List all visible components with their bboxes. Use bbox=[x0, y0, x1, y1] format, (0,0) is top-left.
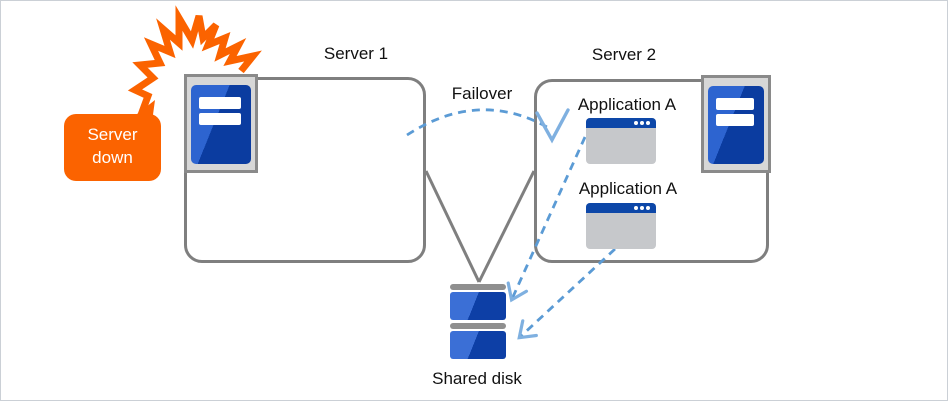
server1-disk-line bbox=[424, 170, 481, 283]
window-buttons-icon bbox=[634, 121, 650, 125]
server2-label: Server 2 bbox=[591, 45, 657, 64]
app-window-icon-2 bbox=[586, 203, 656, 249]
server2-icon-frame bbox=[701, 75, 771, 173]
server-drive-bar bbox=[716, 98, 754, 110]
server-down-callout: Server down bbox=[64, 114, 161, 181]
server1-icon-frame bbox=[184, 74, 258, 173]
window-buttons-icon bbox=[634, 206, 650, 210]
disk-cap bbox=[450, 284, 506, 290]
app-window-icon-1 bbox=[586, 118, 656, 164]
server1-icon bbox=[191, 85, 251, 164]
disk-platter bbox=[450, 292, 506, 320]
server2-disk-line bbox=[477, 170, 536, 283]
server-drive-bar bbox=[199, 97, 241, 109]
application-a-label-2: Application A bbox=[578, 179, 678, 198]
disk-cap bbox=[450, 323, 506, 329]
disk-platter bbox=[450, 331, 506, 359]
shared-disk-icon bbox=[450, 284, 506, 362]
failover-label: Failover bbox=[451, 84, 513, 103]
application-a-label-1: Application A bbox=[577, 95, 677, 114]
app-window-titlebar bbox=[586, 203, 656, 213]
server2-icon bbox=[708, 86, 764, 164]
server1-label: Server 1 bbox=[323, 44, 389, 63]
app-window-titlebar bbox=[586, 118, 656, 128]
server-drive-bar bbox=[199, 113, 241, 125]
shared-disk-label: Shared disk bbox=[432, 369, 522, 388]
server-down-line1: Server bbox=[87, 125, 138, 144]
server-down-line2: down bbox=[92, 148, 133, 167]
failover-arrow bbox=[406, 108, 548, 137]
server-drive-bar bbox=[716, 114, 754, 126]
